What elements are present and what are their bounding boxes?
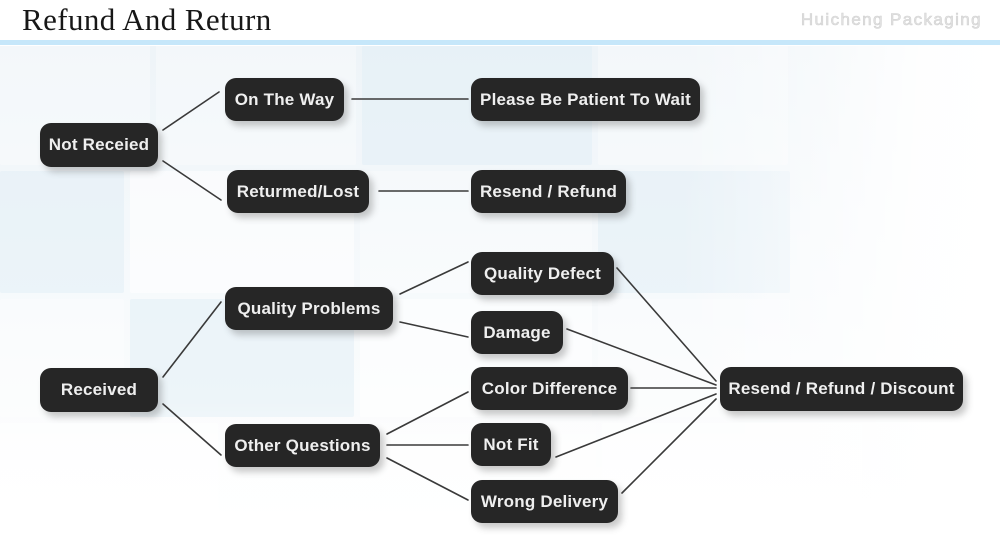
node-damage[interactable]: Damage <box>471 311 563 354</box>
node-label: Color Difference <box>481 378 618 398</box>
node-resend-refund[interactable]: Resend / Refund <box>471 170 626 213</box>
node-label: On The Way <box>234 89 335 109</box>
node-label: Resend / Refund <box>479 181 618 201</box>
node-label: Received <box>60 380 138 399</box>
node-returned-lost[interactable]: Returmed/Lost <box>227 170 369 213</box>
node-label: Wrong Delivery <box>480 491 609 511</box>
node-label: Quality Problems <box>237 298 381 318</box>
node-label: Returmed/Lost <box>236 181 360 201</box>
slide-header: Refund And Return Huicheng Packaging <box>0 0 1000 46</box>
background-cell <box>0 171 124 293</box>
node-label: Not Receied <box>48 135 150 154</box>
node-label: Damage <box>483 322 551 342</box>
node-not-fit[interactable]: Not Fit <box>471 423 551 466</box>
node-not-received[interactable]: Not Receied <box>40 123 158 167</box>
node-quality-defect[interactable]: Quality Defect <box>471 252 614 295</box>
node-other-questions[interactable]: Other Questions <box>225 424 380 467</box>
page-title: Refund And Return <box>22 2 272 37</box>
node-label: Resend / Refund / Discount <box>728 379 955 398</box>
node-on-the-way[interactable]: On The Way <box>225 78 344 121</box>
header-divider <box>0 40 1000 45</box>
node-label: Quality Defect <box>483 263 602 283</box>
brand-label: Huicheng Packaging <box>800 10 982 30</box>
node-wrong-delivery[interactable]: Wrong Delivery <box>471 480 618 523</box>
node-label: Other Questions <box>234 435 371 455</box>
node-color-difference[interactable]: Color Difference <box>471 367 628 410</box>
node-quality-problems[interactable]: Quality Problems <box>225 287 393 330</box>
node-resend-refund-discount[interactable]: Resend / Refund / Discount <box>720 367 963 411</box>
node-received[interactable]: Received <box>40 368 158 412</box>
node-label: Not Fit <box>483 434 539 454</box>
node-please-wait[interactable]: Please Be Patient To Wait <box>471 78 700 121</box>
node-label: Please Be Patient To Wait <box>480 89 691 109</box>
